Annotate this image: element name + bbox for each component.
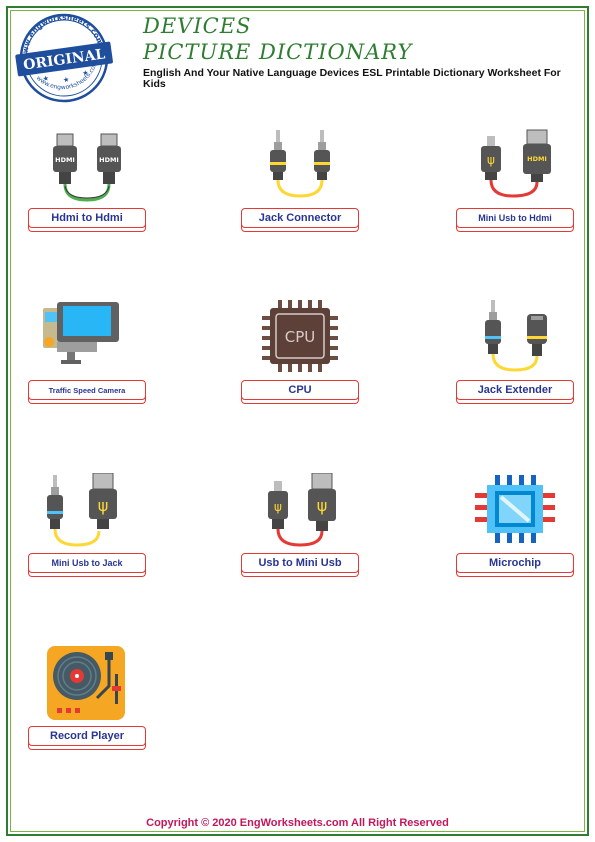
dictionary-item: Jack Extender bbox=[456, 300, 574, 430]
item-label: Mini Usb to Hdmi bbox=[456, 208, 574, 228]
microchip-icon bbox=[475, 475, 555, 543]
record-player-icon bbox=[47, 646, 125, 720]
dictionary-item: Record Player bbox=[28, 646, 146, 776]
mini-usb-to-jack-cable-icon: ψ bbox=[47, 473, 117, 547]
cpu-icon: CPU bbox=[262, 300, 338, 372]
item-label: Jack Extender bbox=[456, 380, 574, 400]
item-label: Mini Usb to Jack bbox=[28, 553, 146, 573]
mini-usb-to-hdmi-cable-icon: ψ HDMI bbox=[481, 129, 551, 198]
page-border bbox=[6, 6, 589, 836]
svg-text:HDMI: HDMI bbox=[99, 156, 119, 164]
copyright-footer: Copyright © 2020 EngWorksheets.com All R… bbox=[146, 817, 449, 829]
item-label: Microchip bbox=[456, 553, 574, 573]
svg-text:ψ: ψ bbox=[274, 500, 282, 514]
svg-text:★: ★ bbox=[63, 76, 70, 85]
item-label: Usb to Mini Usb bbox=[241, 553, 359, 573]
page-title-line2: PICTURE DICTIONARY bbox=[143, 40, 413, 64]
item-label: Record Player bbox=[28, 726, 146, 746]
dictionary-item: ψ Mini Usb to Jack bbox=[28, 473, 146, 603]
svg-text:HDMI: HDMI bbox=[527, 155, 547, 163]
traffic-speed-camera-icon bbox=[43, 302, 119, 364]
page-title-line1: DEVICES bbox=[143, 14, 252, 38]
dictionary-item: Traffic Speed Camera bbox=[28, 300, 146, 430]
svg-text:★: ★ bbox=[82, 69, 89, 78]
page-inner-border bbox=[10, 10, 585, 832]
svg-text:HDMI: HDMI bbox=[55, 156, 75, 164]
svg-text:ψ: ψ bbox=[98, 496, 109, 515]
usb-to-mini-usb-cable-icon: ψ ψ bbox=[268, 473, 336, 547]
dictionary-item: HDMI HDMI Hdmi to Hdmi bbox=[28, 128, 146, 258]
dictionary-item: Jack Connector bbox=[241, 128, 359, 258]
jack-connector-icon bbox=[270, 130, 330, 198]
item-label: Jack Connector bbox=[241, 208, 359, 228]
dictionary-item: CPU CPU bbox=[241, 300, 359, 430]
jack-extender-icon bbox=[485, 300, 547, 372]
page-subtitle: English And Your Native Language Devices… bbox=[143, 67, 561, 90]
item-label: CPU bbox=[241, 380, 359, 400]
svg-text:★: ★ bbox=[42, 74, 49, 83]
svg-text:ψ: ψ bbox=[317, 496, 328, 515]
cpu-chip-text: CPU bbox=[285, 328, 316, 346]
svg-text:ψ: ψ bbox=[487, 153, 495, 167]
item-label: Traffic Speed Camera bbox=[28, 380, 146, 400]
dictionary-item: ψ ψ Usb to Mini Usb bbox=[241, 473, 359, 603]
dictionary-item: ψ HDMI Mini Usb to Hdmi bbox=[456, 128, 574, 258]
item-label: Hdmi to Hdmi bbox=[28, 208, 146, 228]
original-stamp-logo: www.engworksheets.com www.engworksheets.… bbox=[15, 12, 113, 103]
hdmi-to-hdmi-cable-icon: HDMI HDMI bbox=[53, 133, 121, 202]
dictionary-item: Microchip bbox=[456, 473, 574, 603]
